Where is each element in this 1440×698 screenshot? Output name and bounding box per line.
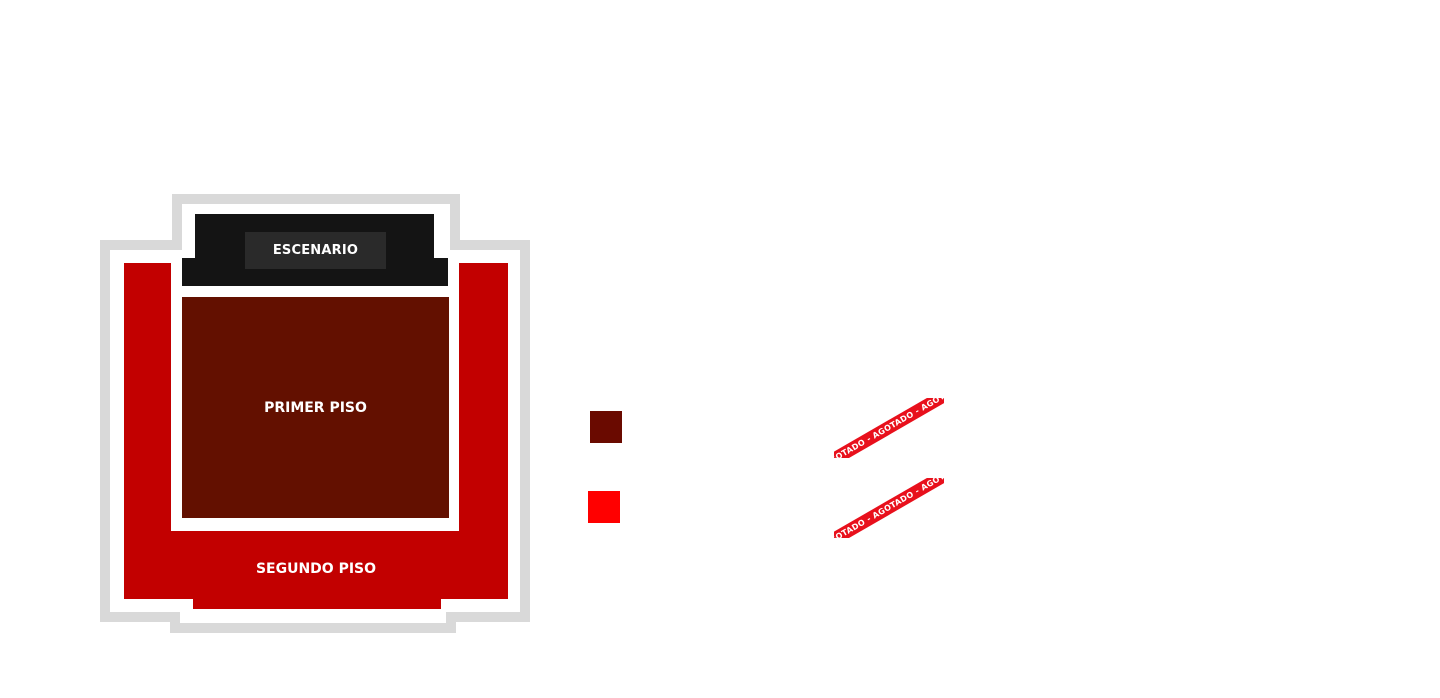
sold-out-ribbon-text: AGOTADO - AGOTADO - AGOTADO - AGOTADO bbox=[834, 398, 944, 458]
zone-segundo-piso-label: SEGUNDO PISO bbox=[255, 561, 377, 577]
legend-swatch-primer-piso bbox=[590, 411, 622, 443]
zone-segundo-piso-bottom-ext[interactable] bbox=[193, 590, 441, 609]
zone-segundo-piso-bottom[interactable] bbox=[124, 531, 508, 599]
sold-out-ribbon: AGOTADO - AGOTADO - AGOTADO - AGOTADO bbox=[834, 478, 944, 538]
sold-out-ribbon-text: AGOTADO - AGOTADO - AGOTADO - AGOTADO bbox=[834, 478, 944, 538]
zone-primer-piso-label: PRIMER PISO bbox=[264, 399, 367, 416]
sold-out-ribbon: AGOTADO - AGOTADO - AGOTADO - AGOTADO bbox=[834, 398, 944, 458]
legend-swatch-segundo-piso bbox=[588, 491, 620, 523]
venue-inner-bottom bbox=[180, 605, 446, 623]
stage-label: ESCENARIO bbox=[245, 232, 386, 269]
zone-primer-piso[interactable]: PRIMER PISO bbox=[182, 297, 449, 518]
